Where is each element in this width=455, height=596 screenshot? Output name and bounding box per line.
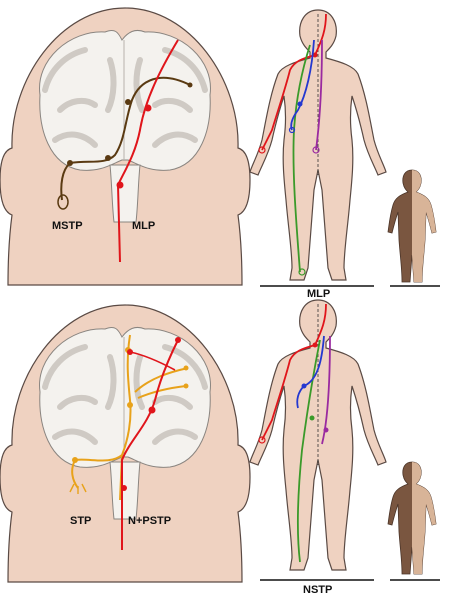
top-body-caption: MLP bbox=[307, 288, 330, 300]
top-right-pathway-label: MLP bbox=[132, 220, 155, 232]
top-body bbox=[249, 9, 387, 287]
mlp-pathway bbox=[116, 39, 179, 263]
top-panel: MSTP MLP MLP bbox=[0, 7, 440, 300]
bottom-left-pathway-label: STP bbox=[70, 515, 91, 527]
bottom-body-caption: NSTP bbox=[303, 584, 332, 596]
top-head bbox=[0, 7, 251, 286]
top-left-pathway-label: MSTP bbox=[52, 220, 83, 232]
bottom-silhouette bbox=[387, 461, 440, 581]
top-silhouette bbox=[387, 169, 440, 287]
npstp-pathway bbox=[121, 337, 181, 550]
mstp-pathway bbox=[57, 76, 193, 210]
bottom-body bbox=[249, 299, 387, 581]
bottom-right-pathway-label: N+PSTP bbox=[128, 515, 171, 527]
bottom-panel: STP N+PSTP NSTP bbox=[0, 299, 440, 596]
